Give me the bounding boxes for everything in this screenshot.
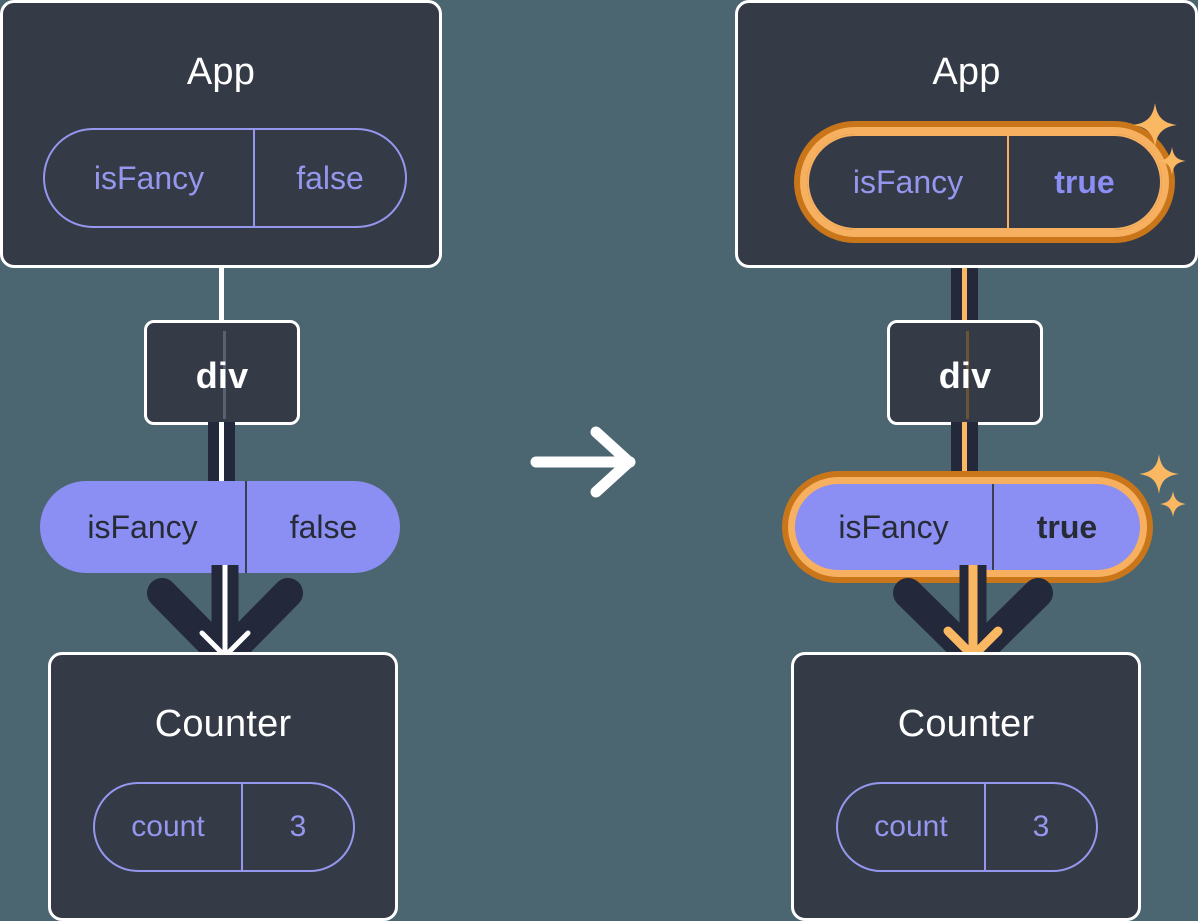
counter-card: Counter count 3 (48, 652, 398, 921)
counter-card: Counter count 3 (791, 652, 1141, 921)
passed-prop-pill-highlighted: isFancy true (795, 484, 1140, 570)
connector-div-to-prop-highlighted (951, 422, 978, 484)
passed-prop-pill: isFancy false (40, 481, 400, 573)
div-node-label: div (938, 355, 992, 396)
connector-app-to-div (219, 264, 224, 322)
counter-state-pill: count 3 (836, 782, 1098, 872)
div-node-divider (223, 331, 226, 419)
app-prop-value: false (253, 130, 405, 226)
app-card: App isFancy false (0, 0, 442, 268)
sparkle-large-icon (1133, 103, 1177, 147)
connector-div-to-prop (208, 422, 235, 484)
div-node-divider (966, 331, 969, 419)
app-prop-value: true (1007, 136, 1160, 228)
sparkle-small-icon (1160, 491, 1186, 517)
counter-state-value: 3 (241, 784, 353, 870)
passed-prop-value: false (245, 481, 400, 573)
counter-state-value: 3 (984, 784, 1096, 870)
app-prop-pill: isFancy false (43, 128, 407, 228)
sparkle-small-icon (1158, 147, 1186, 175)
sparkle-large-icon (1139, 454, 1179, 494)
counter-card-title: Counter (897, 703, 1035, 745)
app-card: App isFancy true (735, 0, 1198, 268)
div-node-label: div (195, 355, 249, 396)
app-prop-name: isFancy (852, 163, 964, 200)
passed-prop-value: true (992, 484, 1140, 570)
counter-state-name: count (874, 810, 948, 843)
transition-right-arrow-icon (530, 426, 636, 498)
counter-state-name: count (131, 810, 205, 843)
app-card-title: App (186, 51, 256, 93)
passed-prop-name: isFancy (87, 508, 198, 545)
div-node-box: div (144, 320, 300, 425)
app-prop-name: isFancy (93, 159, 205, 196)
div-node-box: div (887, 320, 1043, 425)
app-prop-pill-highlighted: isFancy true (807, 134, 1162, 230)
app-card-title: App (932, 51, 1001, 93)
counter-state-pill: count 3 (93, 782, 355, 872)
counter-card-title: Counter (154, 703, 292, 745)
passed-prop-name: isFancy (838, 508, 949, 545)
